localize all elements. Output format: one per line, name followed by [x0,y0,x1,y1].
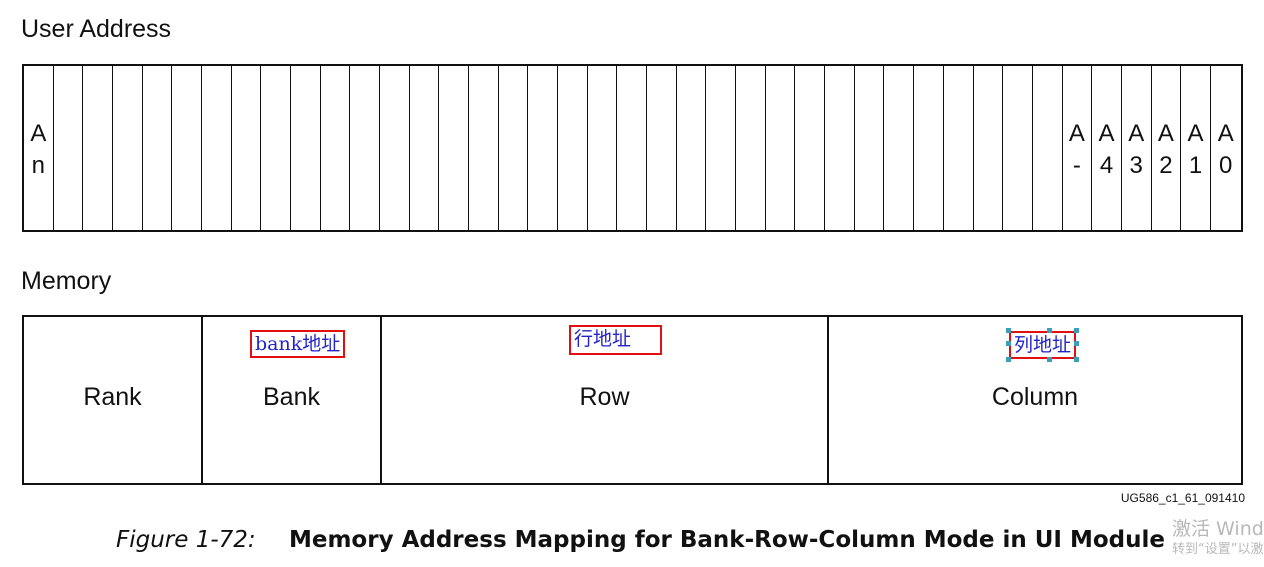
address-bit-cell [944,66,974,230]
address-bit-label: A 0 [1217,120,1234,179]
memory-title: Memory [21,267,112,295]
address-bit-cell [261,66,292,230]
address-bit-label: A 4 [1098,120,1115,179]
address-bit-cell [499,66,529,230]
address-bit-cell: A 3 [1122,66,1152,230]
address-bit-cell [1033,66,1063,230]
address-bit-label: A 3 [1128,120,1145,179]
memory-field-strip: Rank bank地址 Bank 行地址 Row 列地址 Column [22,315,1243,485]
address-bit-cell: A 0 [1211,66,1241,230]
address-bit-label: A n [30,120,47,179]
memory-field-row: 行地址 Row [382,317,829,483]
address-bit-cell [766,66,796,230]
selection-handle-icon[interactable] [1047,328,1052,333]
address-bit-cell [825,66,855,230]
column-annotation-selection[interactable]: 列地址 [1006,328,1080,362]
figure-number: Figure 1-72: [116,527,256,553]
selection-handle-icon[interactable] [1074,357,1080,362]
address-bit-cell [380,66,410,230]
address-bit-cell [410,66,440,230]
watermark-line-1: 激活 Wind [1172,518,1264,540]
address-bit-cell [706,66,737,230]
address-bit-cell [350,66,381,230]
bank-address-annotation[interactable]: bank地址 [250,330,346,358]
address-bit-cell [736,66,766,230]
address-bit-cell [617,66,648,230]
address-bit-cell [113,66,143,230]
selection-handle-icon[interactable] [1074,328,1080,333]
memory-field-column: 列地址 Column [829,317,1241,483]
column-label: Column [991,383,1079,411]
rank-label: Rank [83,383,142,411]
watermark-line-2: 转到“设置”以激 [1172,542,1264,557]
selection-handle-icon[interactable] [1006,328,1011,333]
address-bit-label: A - [1068,120,1085,179]
selection-handle-icon[interactable] [1006,357,1011,362]
address-bit-cell [321,66,351,230]
selection-handle-icon[interactable] [1074,341,1080,346]
row-label: Row [579,383,630,411]
address-bit-cell [588,66,618,230]
address-bit-cell [884,66,915,230]
address-bit-cell: A 4 [1092,66,1122,230]
address-bit-cell [54,66,84,230]
figure-id: UG586_c1_61_091410 [1120,491,1245,505]
user-address-bit-strip: A n A - A 4 A 3 A 2 A 1 A 0 [22,64,1243,232]
address-bit-cell [855,66,885,230]
address-bit-cell [291,66,321,230]
row-address-annotation[interactable]: 行地址 [569,325,662,355]
address-bit-cell [143,66,173,230]
address-bit-cell [202,66,232,230]
address-bit-cell: A n [24,66,54,230]
address-bit-cell [677,66,707,230]
address-bit-label: A 2 [1157,120,1174,179]
address-bit-cell [795,66,826,230]
address-bit-cell: A 2 [1152,66,1182,230]
selection-handle-icon[interactable] [1047,357,1052,362]
address-bit-cell [83,66,114,230]
address-bit-cell [528,66,559,230]
address-bit-cell [172,66,203,230]
address-bit-cell [558,66,588,230]
selection-handle-icon[interactable] [1006,341,1011,346]
address-bit-label: A 1 [1187,120,1204,179]
address-bit-cell: A 1 [1181,66,1211,230]
activation-watermark: 激活 Wind 转到“设置”以激 [1172,517,1264,559]
address-bit-cell: A - [1063,66,1093,230]
address-bit-cell [439,66,470,230]
address-bit-cell [974,66,1004,230]
address-bit-cell [914,66,944,230]
figure-caption: Figure 1-72: Memory Address Mapping for … [116,527,1165,553]
user-address-title: User Address [21,15,172,43]
address-bit-cell [469,66,499,230]
memory-field-bank: bank地址 Bank [203,317,382,483]
address-bit-cell [232,66,262,230]
memory-field-rank: Rank [24,317,203,483]
figure-title: Memory Address Mapping for Bank-Row-Colu… [288,527,1165,553]
address-bit-cell [647,66,677,230]
address-bit-cell [1003,66,1033,230]
bank-label: Bank [263,383,320,411]
column-address-annotation[interactable]: 列地址 [1009,331,1077,359]
